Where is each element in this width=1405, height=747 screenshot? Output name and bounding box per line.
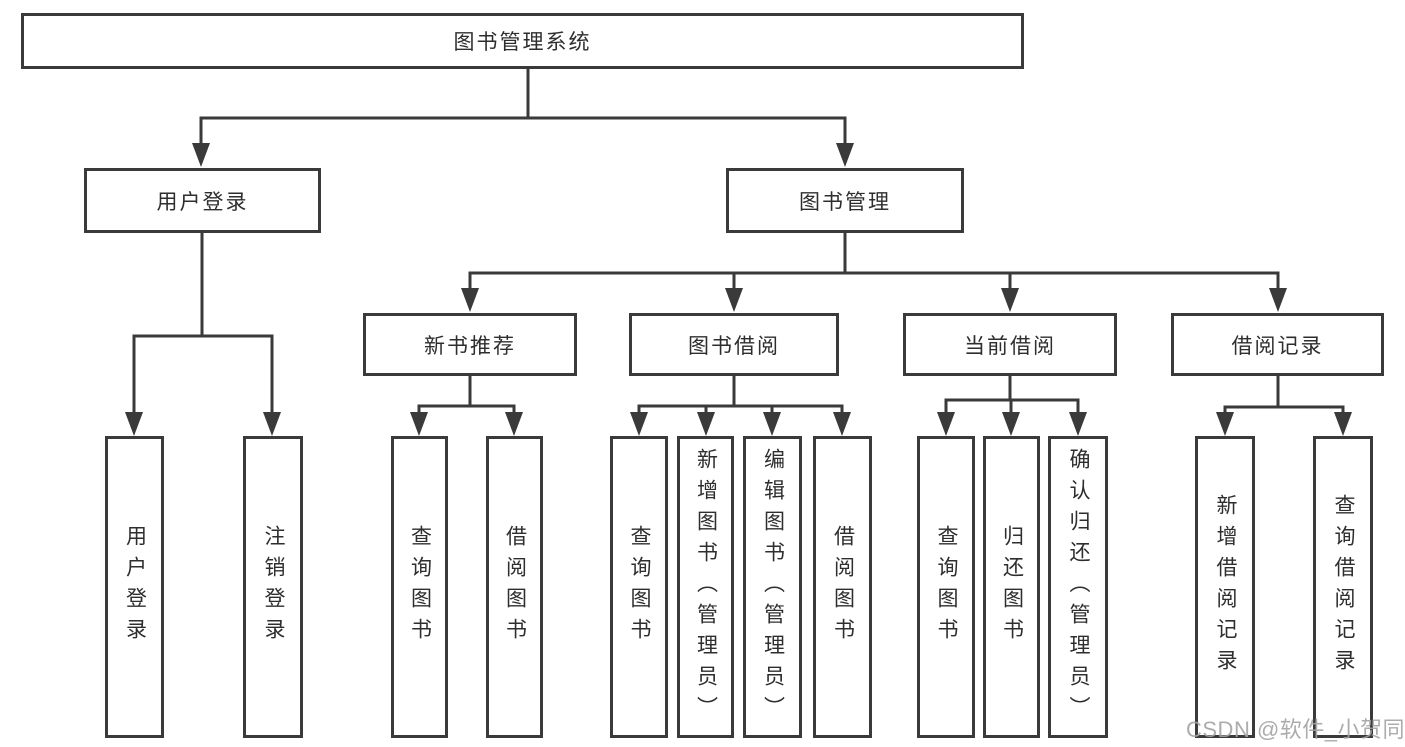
node-bb-borrow-books: 借阅图书 [813,436,872,738]
arrowhead [410,412,428,436]
node-nb-query-books: 查询图书 [391,436,448,738]
arrowhead [192,143,210,167]
arrowhead [1334,412,1352,436]
node-user-login: 用户登录 [105,436,164,738]
node-book-borrowing: 图书借阅 [629,313,839,376]
arrowhead [937,412,955,436]
node-nb-borrow-books: 借阅图书 [486,436,543,738]
node-logout-login: 注销登录 [243,436,303,738]
node-br-query-record: 查询借阅记录 [1313,436,1373,738]
node-cb-confirm-return: 确认归还（管理员） [1048,436,1108,738]
node-cb-query-books: 查询图书 [917,436,975,738]
arrowhead [836,143,854,167]
node-cb-return-books: 归还图书 [983,436,1040,738]
arrowhead [1069,412,1087,436]
node-br-add-record: 新增借阅记录 [1195,436,1255,738]
arrowhead [1001,288,1019,312]
node-bb-query-books: 查询图书 [610,436,668,738]
arrowhead [697,412,715,436]
csdn-watermark: CSDN @软件_小贺同学 [1186,717,1405,742]
arrowhead [833,412,851,436]
arrowhead [461,288,479,312]
arrowhead [1002,412,1020,436]
arrowhead [505,412,523,436]
node-bb-edit-books: 编辑图书（管理员） [743,436,802,738]
arrowhead [725,288,743,312]
node-book-management: 图书管理 [726,168,964,233]
node-borrowing-records: 借阅记录 [1171,313,1384,376]
arrowhead [125,412,143,436]
arrowhead [630,412,648,436]
arrowhead [263,412,281,436]
node-bb-add-books: 新增图书（管理员） [677,436,734,738]
arrowhead [1269,288,1287,312]
node-user-login-group: 用户登录 [84,168,321,233]
node-current-borrowing: 当前借阅 [903,313,1117,376]
arrowhead [763,412,781,436]
node-new-book-recommend: 新书推荐 [363,313,577,376]
arrowhead [1216,412,1234,436]
node-root: 图书管理系统 [21,13,1024,69]
